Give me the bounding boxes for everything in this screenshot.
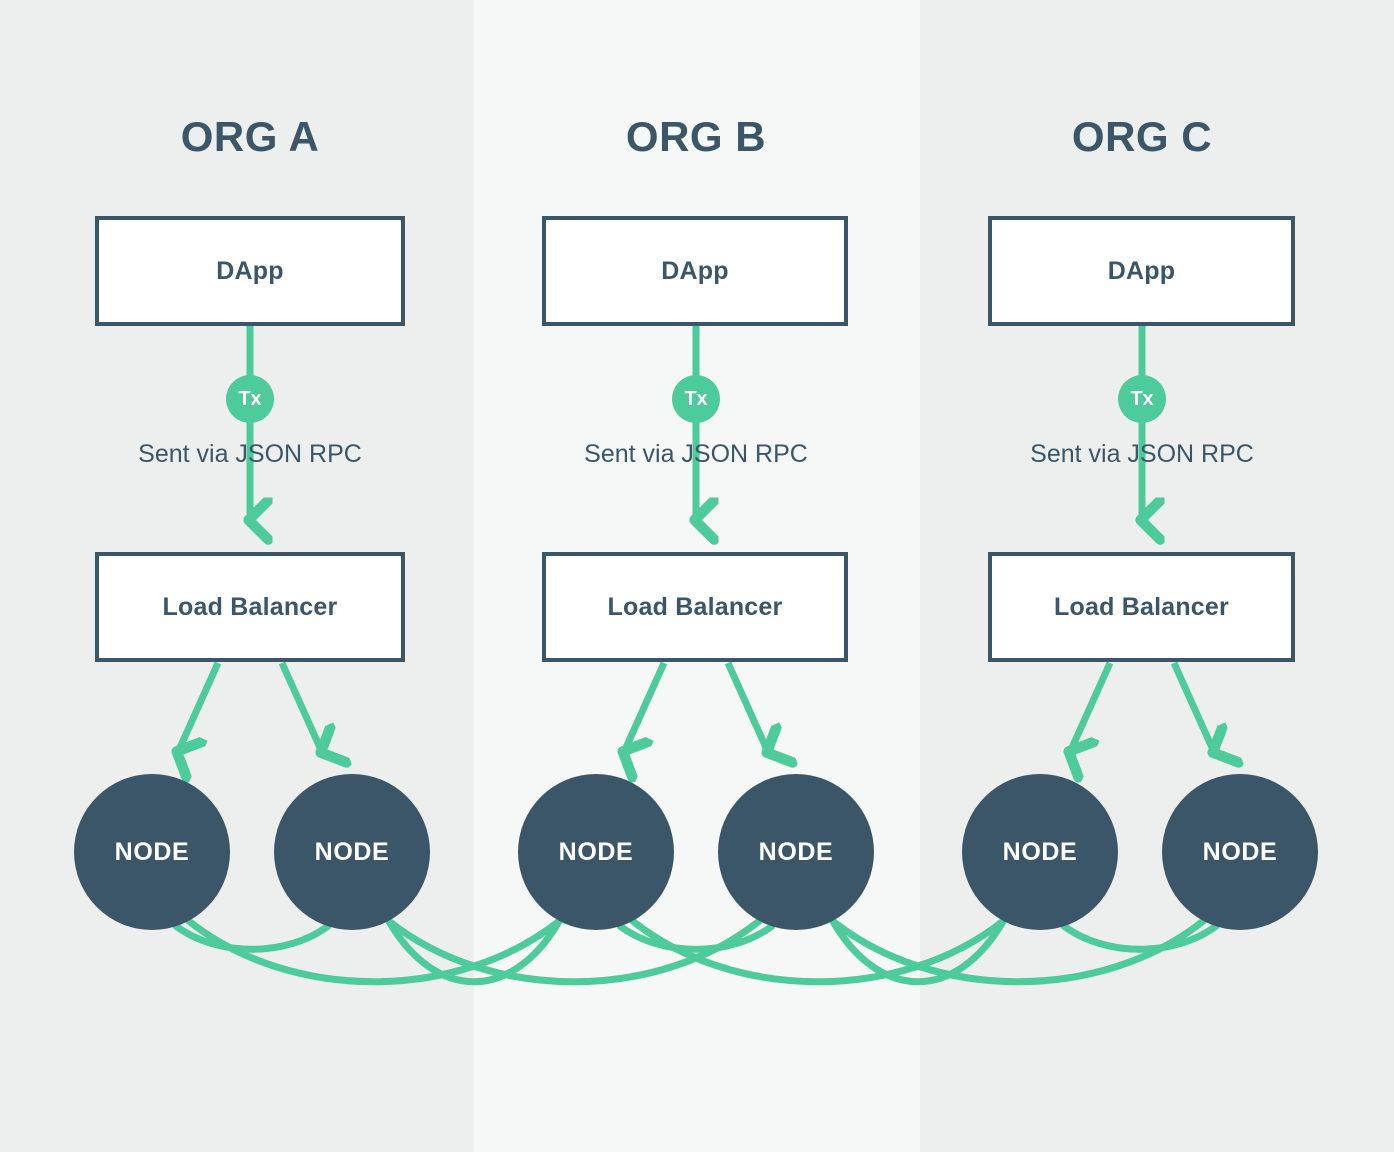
load-balancer-box-org-c[interactable]: Load Balancer <box>988 552 1295 662</box>
node-circle-org-c-1[interactable]: NODE <box>962 774 1118 930</box>
load-balancer-box-org-a[interactable]: Load Balancer <box>95 552 405 662</box>
rpc-label-org-c: Sent via JSON RPC <box>1030 440 1254 468</box>
tx-badge-org-c: Tx <box>1118 375 1166 423</box>
node-circle-org-a-1[interactable]: NODE <box>74 774 230 930</box>
node-circle-org-c-2[interactable]: NODE <box>1162 774 1318 930</box>
dapp-box-org-a[interactable]: DApp <box>95 216 405 326</box>
tx-badge-org-b: Tx <box>672 375 720 423</box>
node-circle-org-b-2[interactable]: NODE <box>718 774 874 930</box>
dapp-box-org-c[interactable]: DApp <box>988 216 1295 326</box>
rpc-label-org-b: Sent via JSON RPC <box>584 440 808 468</box>
org-title-b: ORG B <box>625 113 767 160</box>
node-circle-org-a-2[interactable]: NODE <box>274 774 430 930</box>
node-circle-org-b-1[interactable]: NODE <box>518 774 674 930</box>
org-title-a: ORG A <box>180 113 320 160</box>
rpc-label-org-a: Sent via JSON RPC <box>138 440 362 468</box>
org-title-c: ORG C <box>1071 113 1213 160</box>
load-balancer-box-org-b[interactable]: Load Balancer <box>542 552 848 662</box>
dapp-box-org-b[interactable]: DApp <box>542 216 848 326</box>
tx-badge-org-a: Tx <box>226 375 274 423</box>
